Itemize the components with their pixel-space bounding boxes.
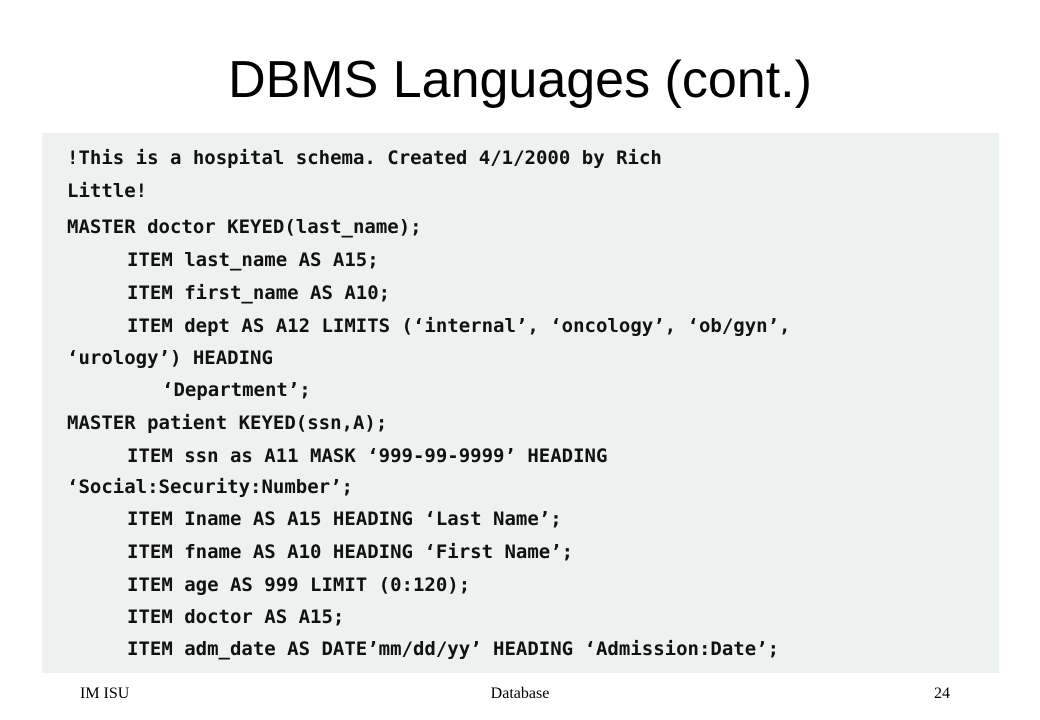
code-line: ‘Social:Security:Number’; (67, 476, 353, 498)
code-line: ITEM last_name AS A15; (127, 249, 379, 271)
code-line: ITEM fname AS A10 HEADING ‘First Name’; (127, 541, 574, 563)
code-line: ITEM age AS 999 LIMIT (0:120); (127, 574, 471, 596)
code-line: ITEM adm_date AS DATE’mm/dd/yy’ HEADING … (127, 638, 780, 660)
code-line: MASTER doctor KEYED(last_name); (67, 216, 422, 238)
code-line: ITEM ssn as A11 MASK ‘999-99-9999’ HEADI… (127, 445, 608, 467)
code-line: ITEM doctor AS A15; (127, 606, 345, 628)
code-panel: !This is a hospital schema. Created 4/1/… (42, 133, 999, 673)
footer-left: IM ISU (80, 685, 130, 702)
footer-center: Database (490, 685, 550, 702)
code-line: ITEM first_name AS A10; (127, 282, 391, 304)
slide-title: DBMS Languages (cont.) (228, 51, 812, 109)
code-line: Little! (67, 180, 148, 202)
code-line: ‘Department’; (162, 379, 311, 401)
page-number: 24 (934, 685, 950, 702)
code-line: !This is a hospital schema. Created 4/1/… (67, 147, 662, 169)
code-line: ‘urology’) HEADING (67, 347, 273, 369)
code-line: MASTER patient KEYED(ssn,A); (67, 412, 388, 434)
code-line: ITEM dept AS A12 LIMITS (‘internal’, ‘on… (127, 315, 791, 337)
code-line: ITEM Iname AS A15 HEADING ‘Last Name’; (127, 508, 562, 530)
